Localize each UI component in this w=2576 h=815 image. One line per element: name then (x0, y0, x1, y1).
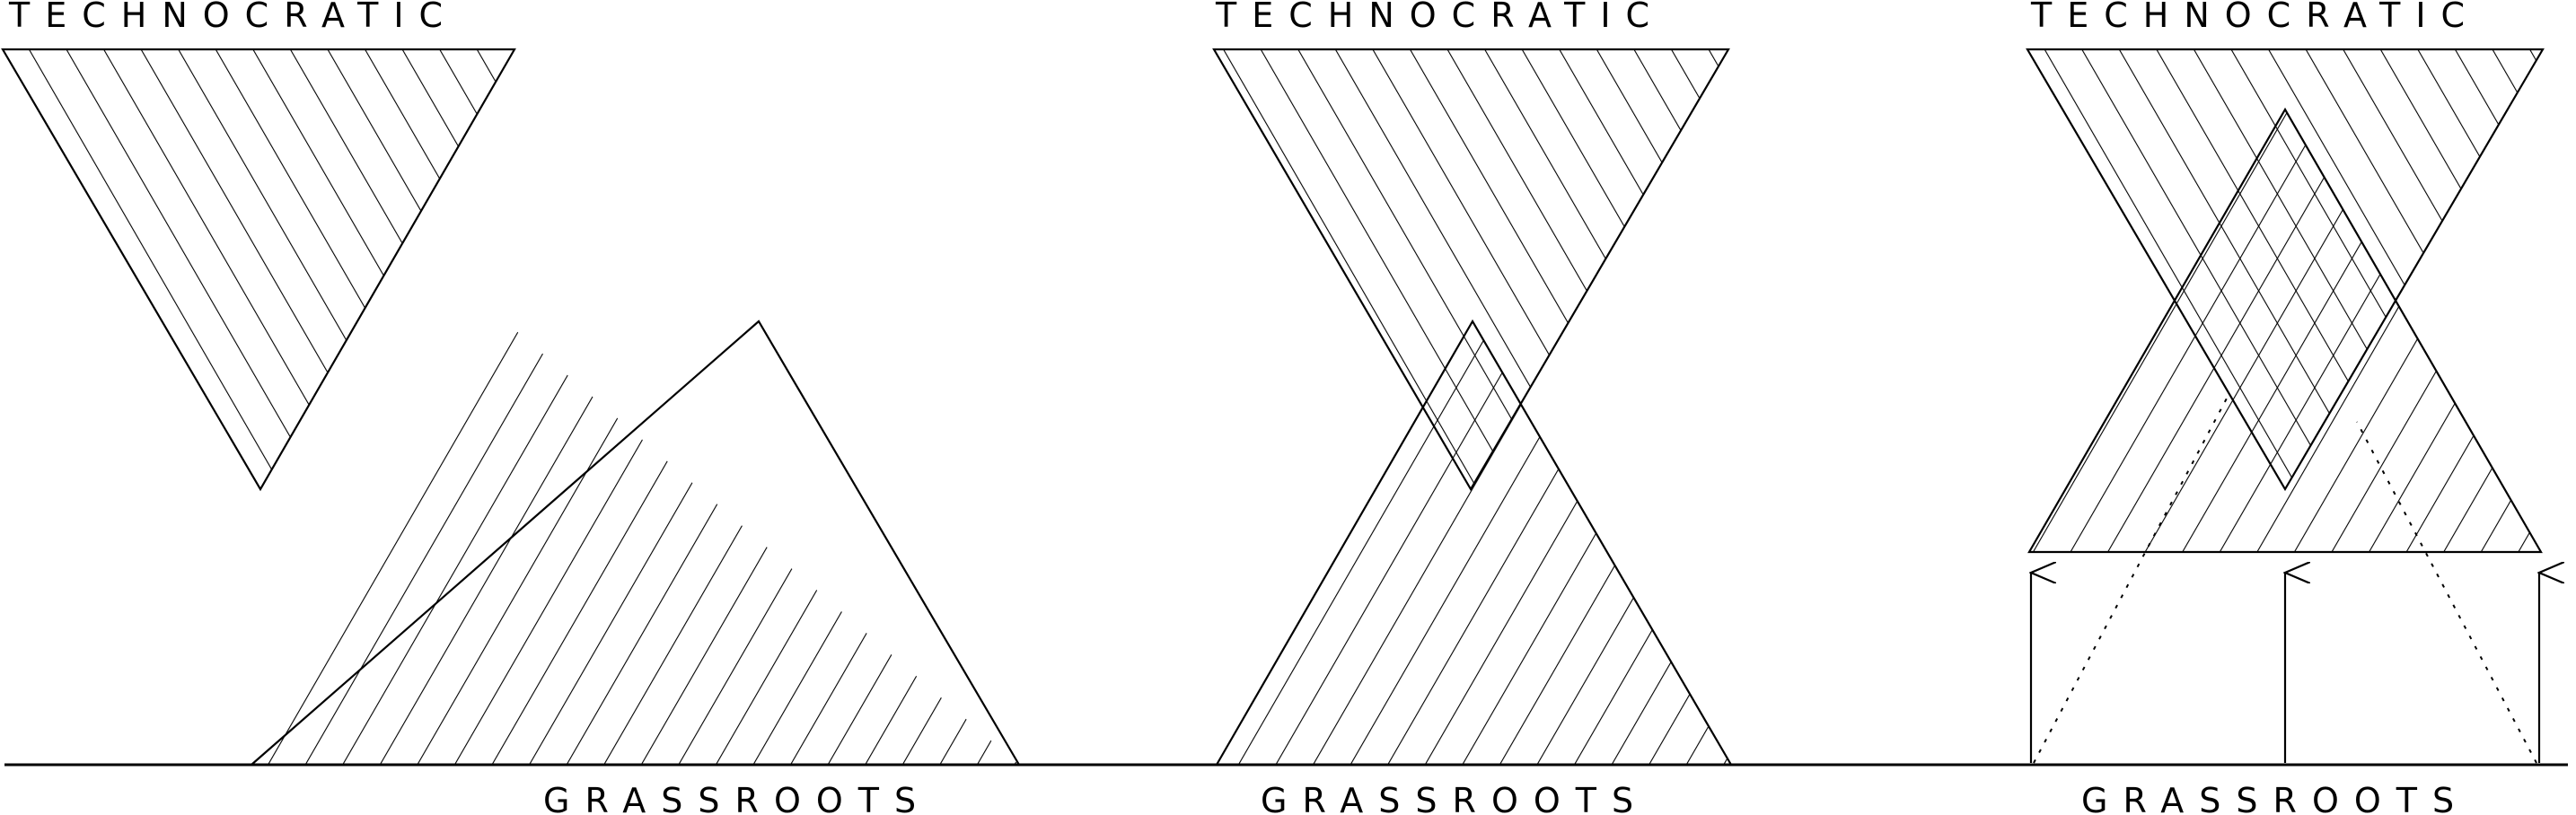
grassroots-triangle (1215, 319, 1733, 767)
label-grassroots: GRASSROOTS (543, 781, 931, 815)
technocratic-triangle (1212, 48, 1730, 492)
grassroots-triangle (251, 323, 1019, 765)
label-grassroots: GRASSROOTS (1261, 781, 1648, 815)
grassroots-triangle-outline (251, 320, 1020, 766)
label-technocratic: TECHNOCRATIC (2030, 0, 2480, 35)
panel-2: TECHNOCRATIC GRASSROOTS (1212, 0, 1733, 815)
technocratic-triangle (1, 48, 516, 492)
grassroots-triangle (2027, 107, 2543, 554)
label-technocratic: TECHNOCRATIC (8, 0, 458, 35)
label-technocratic: TECHNOCRATIC (1215, 0, 1665, 35)
panel-3: TECHNOCRATIC GRASSROOTS (2026, 0, 2543, 815)
panel-1: TECHNOCRATIC GRASSROOTS (1, 0, 1020, 815)
label-grassroots: GRASSROOTS (2081, 781, 2469, 815)
